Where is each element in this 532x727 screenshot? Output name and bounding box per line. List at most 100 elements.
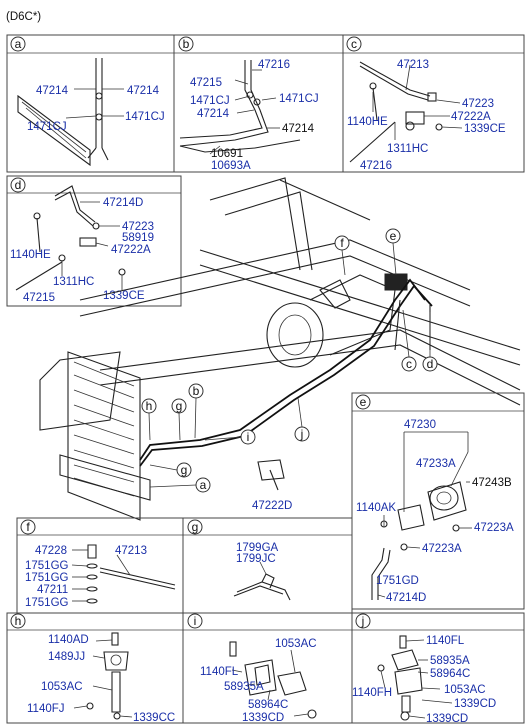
panel-i-letter: i bbox=[194, 614, 197, 628]
main-callout-4: d bbox=[427, 357, 434, 371]
main-callout-9: j bbox=[300, 427, 304, 441]
panel-e-label-1: 47230 bbox=[404, 419, 436, 431]
main-callout-6: g bbox=[176, 399, 183, 413]
panel-i-label-2: 1140FL bbox=[200, 666, 239, 678]
panel-c-label-7: 47216 bbox=[360, 160, 392, 172]
panel-e-label-2: 47233A bbox=[416, 458, 456, 470]
main-callout-1: f bbox=[340, 236, 344, 250]
panel-c-label-1: 47213 bbox=[397, 59, 429, 71]
main-label-47222d: 47222D bbox=[252, 500, 292, 512]
main-callout-11: a bbox=[200, 478, 207, 492]
panel-f-callout-icon bbox=[20, 519, 36, 535]
panel-d-label-8: 1339CE bbox=[103, 290, 145, 302]
panel-d-label-3: 58919 bbox=[122, 232, 154, 244]
panel-j-label-4: 1140FH bbox=[352, 687, 392, 699]
panel-b-letter: b bbox=[183, 37, 190, 51]
panel-i-label-1: 1053AC bbox=[275, 638, 317, 650]
panel-f-letter: f bbox=[26, 520, 30, 534]
panel-b-label-6: 47214 bbox=[282, 123, 315, 135]
panel-a-letter: a bbox=[15, 37, 22, 51]
main-callout-7: b bbox=[193, 384, 200, 398]
panel-b-label-1: 47216 bbox=[258, 59, 290, 71]
panel-e-label-8: 47214D bbox=[386, 592, 426, 604]
panel-e-label-5: 47223A bbox=[474, 522, 514, 534]
panel-a-callout-icon bbox=[10, 36, 26, 52]
panel-e: e 47230 47233A 47243B 1140AK 47223A 4722… bbox=[351, 392, 525, 610]
main-callout-5: h bbox=[146, 399, 153, 413]
panel-d: d 47214D 47223 58919 1140HE 47222A 1311H… bbox=[6, 175, 182, 307]
diagram-title: (D6C*) bbox=[6, 11, 41, 23]
panel-c-label-3: 47223 bbox=[462, 98, 494, 110]
panel-j-label-5: 1053AC bbox=[444, 684, 486, 696]
panel-a-label-2: 47214 bbox=[127, 85, 160, 97]
panel-c-letter: c bbox=[351, 37, 357, 51]
panel-d-label-1: 47214D bbox=[103, 197, 143, 209]
panel-d-label-5: 47222A bbox=[111, 244, 151, 256]
panel-a: a 47214 47214 1471CJ 1471CJ bbox=[6, 34, 175, 173]
panel-e-label-3: 47243B bbox=[472, 477, 512, 489]
panel-d-label-2: 47223 bbox=[122, 221, 154, 233]
panel-b-label-5: 47214 bbox=[197, 108, 230, 120]
panel-j-letter: j bbox=[361, 614, 365, 628]
panel-h-label-5: 1339CC bbox=[133, 712, 175, 724]
main-callout-8: i bbox=[247, 430, 250, 444]
panel-f-label-4: 1751GG bbox=[25, 572, 69, 584]
panel-e-label-6: 47223A bbox=[422, 543, 462, 555]
main-callout-2: e bbox=[390, 229, 397, 243]
panel-f-label-2: 47213 bbox=[115, 545, 147, 557]
panel-d-label-6: 1311HC bbox=[53, 276, 94, 288]
panel-d-callout-icon bbox=[10, 177, 26, 193]
main-callout-10: g bbox=[181, 463, 188, 477]
panel-h-label-2: 1489JJ bbox=[48, 651, 85, 663]
panel-h-label-4: 1140FJ bbox=[27, 703, 65, 715]
panel-h-label-1: 1140AD bbox=[48, 634, 89, 646]
panel-d-label-4: 1140HE bbox=[10, 249, 51, 261]
panel-g: g 1799GA 1799JC bbox=[182, 517, 353, 614]
panel-c-label-6: 1311HC bbox=[387, 143, 428, 155]
panel-j-callout-icon bbox=[355, 613, 371, 629]
panel-f-label-3: 1751GG bbox=[25, 560, 69, 572]
panel-j-label-6: 1339CD bbox=[454, 698, 496, 710]
panel-f-label-1: 47228 bbox=[35, 545, 67, 557]
panel-i-callout-icon bbox=[187, 613, 203, 629]
panel-h-letter: h bbox=[15, 614, 22, 628]
panel-f-label-5: 47211 bbox=[37, 584, 68, 596]
panel-e-label-7: 1751GD bbox=[376, 575, 419, 587]
panel-j: j 1140FL 58935A 58964C 1140FH 1053AC 133… bbox=[351, 612, 525, 725]
panel-c-label-5: 1339CE bbox=[464, 123, 506, 135]
panel-g-label-1: 1799GA bbox=[236, 542, 279, 554]
panel-h-callout-icon bbox=[10, 613, 26, 629]
panel-a-label-3: 1471CJ bbox=[27, 121, 67, 133]
panel-b-label-4: 1471CJ bbox=[279, 93, 319, 105]
panel-g-callout-icon bbox=[187, 519, 203, 535]
panel-e-callout-icon bbox=[355, 394, 371, 410]
panel-a-label-4: 1471CJ bbox=[125, 111, 165, 123]
main-assembly: f e c d h g b i j g a 47222D bbox=[39, 177, 521, 521]
panel-c-callout-icon bbox=[346, 36, 362, 52]
panel-i-label-5: 1339CD bbox=[242, 712, 284, 724]
panel-b-label-8: 10693A bbox=[211, 160, 251, 172]
panel-f: f 47228 47213 1751GG 1751GG 47211 1751GG bbox=[16, 517, 184, 614]
panel-c: c 47213 1140HE 47223 47222A 1339CE 1311H… bbox=[342, 34, 525, 173]
panel-b-label-3: 1471CJ bbox=[190, 95, 230, 107]
panel-j-label-7: 1339CD bbox=[426, 713, 468, 725]
panel-d-letter: d bbox=[15, 178, 22, 192]
panel-g-label-2: 1799JC bbox=[236, 553, 276, 565]
panel-i: i 1053AC 1140FL 58935A 58964C 1339CD bbox=[182, 612, 353, 724]
panel-i-label-3: 58935A bbox=[224, 681, 264, 693]
panel-b: b 47216 47215 1471CJ 1471CJ 47214 47214 … bbox=[173, 34, 344, 173]
panel-b-label-2: 47215 bbox=[190, 77, 222, 89]
panel-e-label-4: 1140AK bbox=[356, 502, 396, 514]
panel-f-label-6: 1751GG bbox=[25, 597, 69, 609]
panel-g-letter: g bbox=[192, 520, 199, 534]
panel-j-label-1: 1140FL bbox=[426, 635, 465, 647]
panel-c-label-4: 47222A bbox=[451, 111, 491, 123]
panel-j-label-3: 58964C bbox=[430, 668, 470, 680]
panel-a-label-1: 47214 bbox=[36, 85, 69, 97]
panel-h: h 1140AD 1489JJ 1053AC 1140FJ 1339CC bbox=[6, 612, 184, 724]
panel-c-label-2: 1140HE bbox=[347, 116, 388, 128]
panel-b-label-7: 10691 bbox=[211, 148, 243, 160]
panel-e-letter: e bbox=[360, 395, 367, 409]
main-callout-3: c bbox=[406, 357, 412, 371]
